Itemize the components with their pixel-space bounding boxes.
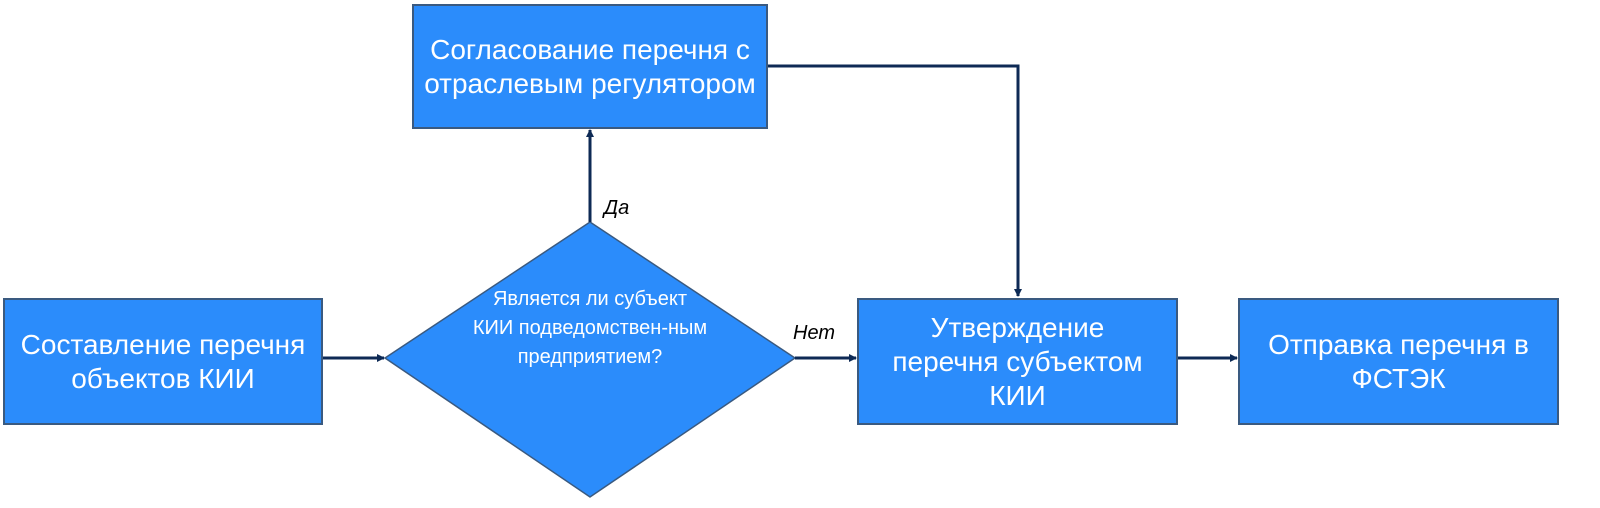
node-compile-list: Составление перечня объектов КИИ	[3, 298, 323, 425]
decision-text: Является ли субъект КИИ подведомствен-ны…	[472, 288, 708, 368]
node-approve-list: Утверждение перечня субъектом КИИ	[857, 298, 1178, 425]
label-no: Нет	[793, 322, 836, 344]
node-send-to-fstec: Отправка перечня в ФСТЭК	[1238, 298, 1559, 425]
arrow-agree-to-approve	[767, 64, 1022, 297]
node-agree-with-regulator: Согласование перечня с отраслевым регуля…	[412, 4, 768, 129]
label-yes: Да	[604, 197, 630, 219]
decision-diamond	[383, 221, 797, 498]
